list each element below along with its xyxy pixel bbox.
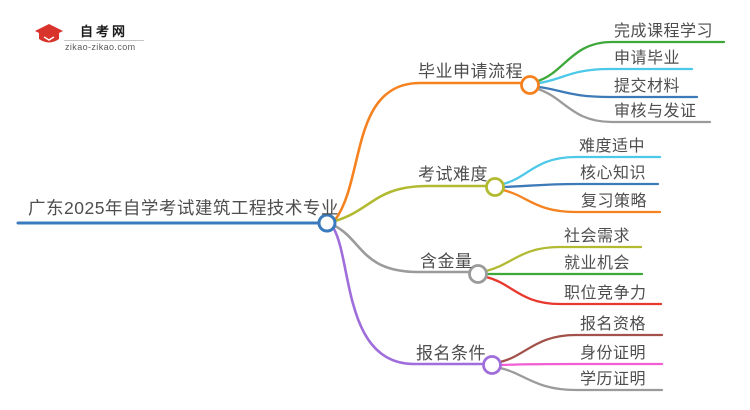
edge-root-exam-difficulty bbox=[333, 184, 488, 223]
node-circle-exam-difficulty[interactable] bbox=[485, 177, 505, 197]
edge-moderate-difficulty bbox=[501, 155, 662, 186]
node-circle-registration-requirements[interactable] bbox=[482, 355, 502, 375]
edge-education-proof bbox=[498, 366, 664, 392]
edge-job-competitiveness bbox=[484, 275, 663, 306]
logo-title: 自考网 bbox=[80, 24, 129, 39]
leaf-label-submit-materials[interactable]: 提交材料 bbox=[614, 78, 681, 95]
edge-root-registration-requirements bbox=[332, 227, 485, 366]
edge-apply-graduation bbox=[537, 67, 694, 85]
leaf-label-job-competitiveness[interactable]: 职位竞争力 bbox=[564, 285, 647, 302]
leaf-label-employment-opportunities[interactable]: 就业机会 bbox=[564, 255, 631, 272]
edge-identity-proof bbox=[499, 362, 664, 367]
root-node-label[interactable]: 广东2025年自学考试建筑工程技术专业 bbox=[28, 198, 339, 218]
edge-submit-materials bbox=[537, 85, 699, 99]
edge-review-strategy bbox=[501, 188, 662, 214]
leaf-label-review-certification[interactable]: 审核与发证 bbox=[614, 103, 697, 120]
leaf-label-registration-eligibility[interactable]: 报名资格 bbox=[580, 316, 647, 333]
edge-registration-eligibility bbox=[498, 333, 664, 364]
leaf-label-complete-courses[interactable]: 完成课程学习 bbox=[614, 23, 714, 40]
logo-divider bbox=[64, 40, 144, 41]
leaf-label-education-proof[interactable]: 学历证明 bbox=[580, 371, 647, 388]
branch-label-value[interactable]: 含金量 bbox=[420, 252, 473, 271]
edge-core-knowledge bbox=[502, 182, 660, 189]
site-logo: 自考网 zikao-zikao.com bbox=[30, 16, 160, 56]
edge-root-graduation-process bbox=[333, 81, 523, 222]
branch-label-registration-requirements[interactable]: 报名条件 bbox=[416, 344, 486, 363]
leaf-label-social-demand[interactable]: 社会需求 bbox=[564, 228, 631, 245]
node-circle-value[interactable] bbox=[468, 264, 488, 284]
leaf-label-moderate-difficulty[interactable]: 难度适中 bbox=[579, 138, 646, 155]
leaf-label-apply-graduation[interactable]: 申请毕业 bbox=[614, 50, 681, 67]
branch-label-exam-difficulty[interactable]: 考试难度 bbox=[418, 165, 488, 184]
leaf-label-review-strategy[interactable]: 复习策略 bbox=[581, 193, 648, 210]
node-circle-graduation-process[interactable] bbox=[520, 75, 540, 95]
branch-label-graduation-process[interactable]: 毕业申请流程 bbox=[418, 62, 523, 81]
edge-social-demand bbox=[484, 245, 643, 273]
edge-review-certification bbox=[536, 87, 712, 124]
root-node-circle[interactable] bbox=[317, 213, 337, 233]
edge-complete-courses bbox=[536, 40, 726, 83]
logo-domain: zikao-zikao.com bbox=[65, 42, 136, 52]
leaf-label-identity-proof[interactable]: 身份证明 bbox=[580, 345, 647, 362]
edge-root-value bbox=[333, 224, 471, 274]
leaf-label-core-knowledge[interactable]: 核心知识 bbox=[580, 165, 647, 182]
graduation-cap-icon bbox=[33, 21, 63, 50]
